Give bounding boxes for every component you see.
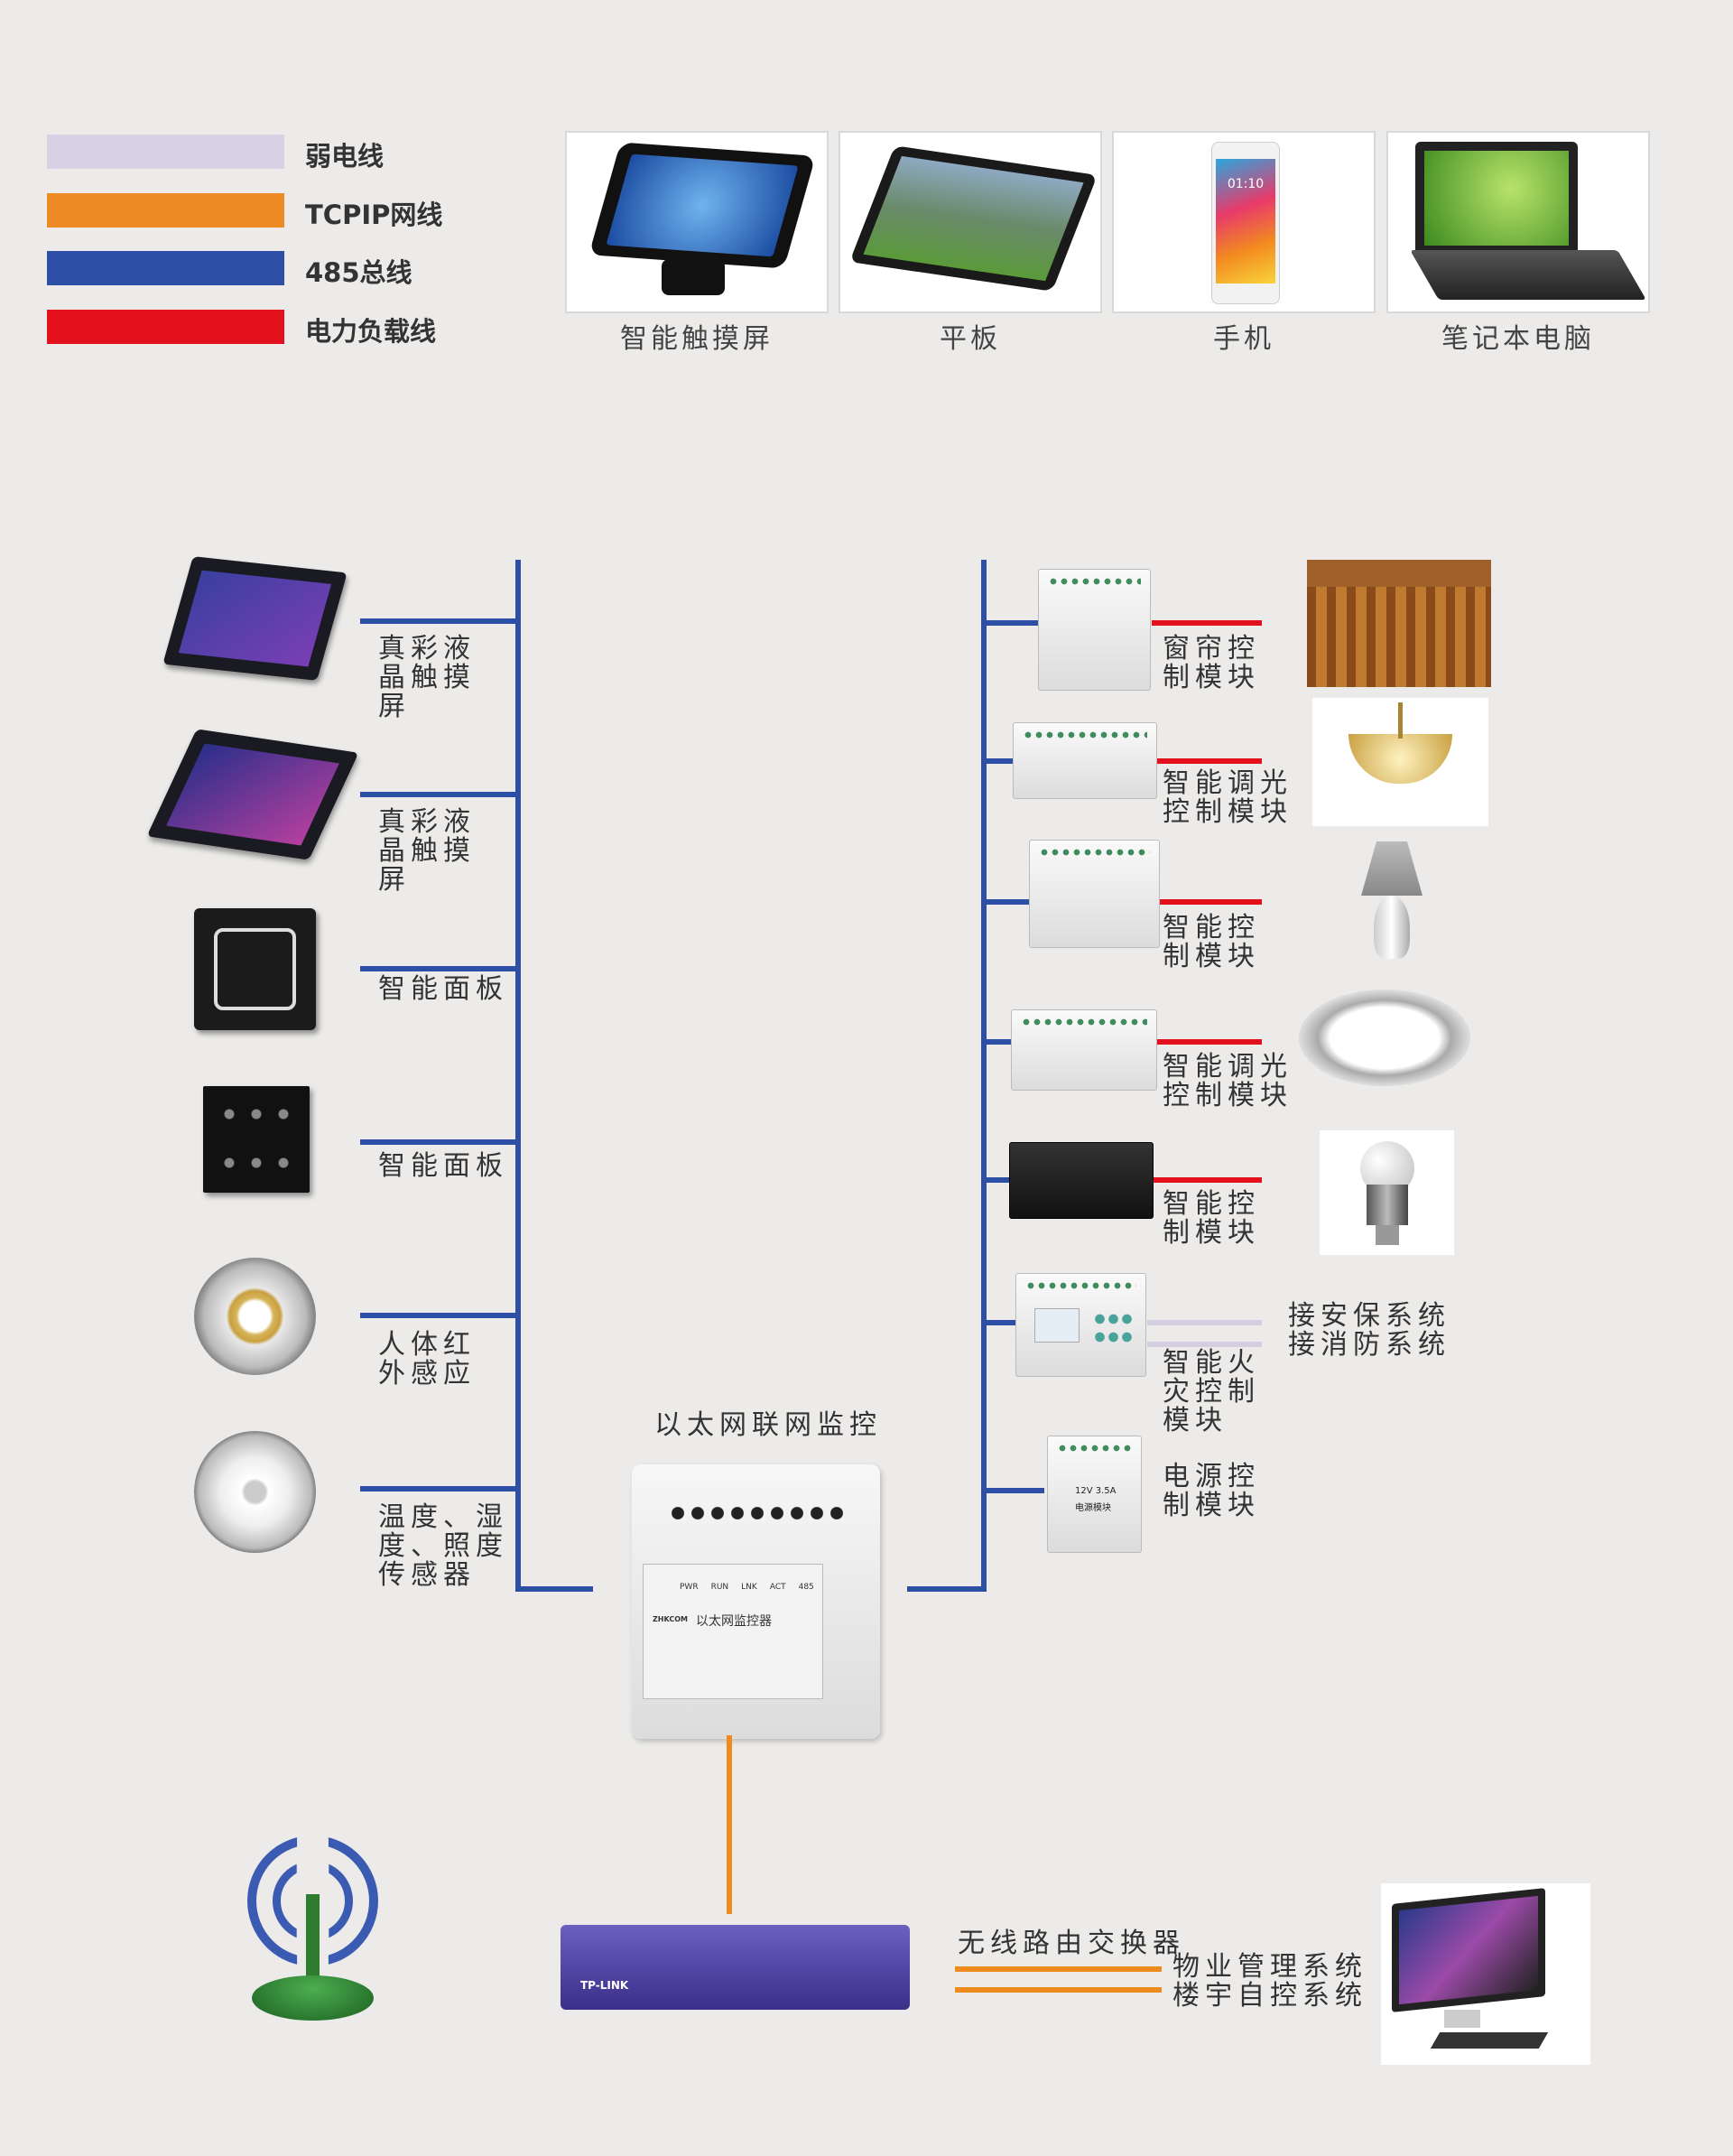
- module-label: 窗帘控 制模块: [1163, 633, 1260, 693]
- controller-name: 以太网监控器: [696, 1614, 772, 1629]
- wifi-antenna-icon: [247, 1835, 378, 2021]
- indicator-run: RUN: [710, 1583, 729, 1592]
- weak-current-line: [1147, 1320, 1262, 1325]
- module-label: 智能火 灾控制 模块: [1163, 1347, 1260, 1436]
- device-label: 真彩液 晶触摸 屏: [378, 633, 476, 722]
- router-icon: TP-LINK: [561, 1925, 910, 2010]
- client-label: 智能触摸屏: [620, 323, 774, 355]
- client-label: 平板: [940, 323, 1001, 355]
- power-load-line: [1160, 899, 1262, 905]
- bus-branch: [360, 1313, 521, 1318]
- touchscreen-card: [565, 131, 829, 313]
- legend-label: TCPIP网线: [305, 200, 443, 230]
- bus-branch: [360, 1486, 521, 1492]
- controller-title: 以太网联网监控: [654, 1409, 882, 1441]
- indicator-485: 485: [798, 1583, 814, 1592]
- module-label: 电源控 制模块: [1163, 1461, 1260, 1521]
- device-label: 智能面板: [378, 973, 508, 1005]
- legend-swatch-power: [47, 310, 284, 344]
- left-485-bus: [515, 560, 521, 1592]
- device-label: 人体红 外感应: [378, 1329, 476, 1389]
- lcd-touchscreen-icon: [162, 556, 348, 681]
- phone-clock: 01:10: [1227, 177, 1265, 191]
- router-brand: TP-LINK: [580, 1979, 629, 1992]
- system-label: 物业管理系统: [1172, 1951, 1367, 1983]
- dimmer-module-icon: [1011, 1009, 1157, 1091]
- bus-branch: [981, 1320, 1044, 1325]
- legend-swatch-weak-current: [47, 135, 284, 169]
- client-label: 手机: [1213, 323, 1274, 355]
- touchscreen-icon: [588, 142, 816, 269]
- router-label: 无线路由交换器: [958, 1928, 1185, 1959]
- bus-branch: [981, 899, 1044, 905]
- smart-panel-icon: [203, 1086, 310, 1193]
- tcpip-line: [955, 1987, 1162, 1993]
- legend-label: 电力负载线: [305, 316, 437, 347]
- bus-branch: [360, 618, 521, 624]
- device-label: 真彩液 晶触摸 屏: [378, 806, 476, 896]
- power-load-line: [1152, 620, 1262, 626]
- dimmer-module-icon: [1013, 722, 1157, 799]
- phone-icon: 01:10: [1211, 142, 1280, 304]
- tablet-card: [839, 131, 1102, 313]
- power-module-spec: 12V 3.5A: [1075, 1486, 1117, 1496]
- system-label: 楼宇自控系统: [1172, 1980, 1367, 2012]
- tcpip-line: [955, 1966, 1162, 1972]
- right-bus-to-controller: [907, 1586, 987, 1592]
- module-label: 智能控 制模块: [1163, 912, 1260, 972]
- laptop-icon: [1415, 142, 1578, 255]
- legend-swatch-tcpip: [47, 193, 284, 228]
- controller-brand: ZHKCOM: [653, 1615, 688, 1623]
- tcpip-line: [727, 1735, 732, 1914]
- security-link-label: 接安保系统: [1288, 1300, 1450, 1332]
- desktop-computer-icon: [1381, 1883, 1590, 2065]
- legend-label: 弱电线: [305, 141, 385, 172]
- right-485-bus: [981, 560, 987, 1592]
- indicator-pwr: PWR: [680, 1583, 699, 1592]
- curtain-module-icon: [1038, 569, 1151, 691]
- device-label: 智能面板: [378, 1150, 508, 1182]
- phone-card: 01:10: [1112, 131, 1376, 313]
- legend-label: 485总线: [305, 257, 412, 288]
- control-module-icon: [1029, 840, 1160, 948]
- indicator-lnk: LNK: [741, 1583, 757, 1592]
- legend-swatch-485: [47, 251, 284, 285]
- pir-sensor-icon: [194, 1258, 316, 1375]
- tablet-icon: [849, 145, 1098, 292]
- weak-current-line: [1147, 1342, 1262, 1347]
- terminal-block-icon: [668, 1502, 848, 1524]
- environment-sensor-icon: [194, 1431, 316, 1553]
- power-load-line: [1157, 758, 1262, 764]
- module-label: 智能调光 控制模块: [1163, 767, 1293, 828]
- lcd-touchscreen-icon: [146, 729, 359, 860]
- power-load-line: [1154, 1177, 1262, 1183]
- indicator-act: ACT: [769, 1583, 786, 1592]
- bulb-icon: [1320, 1130, 1454, 1255]
- control-module-icon: [1009, 1142, 1154, 1219]
- bus-branch: [360, 966, 521, 971]
- client-label: 笔记本电脑: [1441, 323, 1595, 355]
- curtain-icon: [1307, 560, 1491, 687]
- laptop-card: [1386, 131, 1650, 313]
- power-module-name: 电源模块: [1075, 1503, 1111, 1513]
- ethernet-controller: PWR RUN LNK ACT 485 ZHKCOM 以太网监控器: [632, 1464, 880, 1739]
- bus-branch: [981, 1488, 1044, 1493]
- bus-branch: [360, 792, 521, 797]
- power-load-line: [1157, 1039, 1262, 1045]
- fire-control-module-icon: [1015, 1273, 1146, 1377]
- module-label: 智能调光 控制模块: [1163, 1051, 1293, 1111]
- fire-link-label: 接消防系统: [1288, 1329, 1450, 1361]
- table-lamp-icon: [1354, 841, 1430, 962]
- bus-branch: [360, 1139, 521, 1145]
- left-bus-to-controller: [515, 1586, 593, 1592]
- ceiling-light-icon: [1299, 990, 1470, 1086]
- power-module-icon: 12V 3.5A 电源模块: [1047, 1436, 1142, 1553]
- chandelier-icon: [1312, 698, 1488, 826]
- bus-branch: [981, 620, 1044, 626]
- smart-panel-icon: [194, 908, 316, 1030]
- module-label: 智能控 制模块: [1163, 1188, 1260, 1249]
- device-label: 温度、湿 度、照度 传感器: [378, 1501, 508, 1591]
